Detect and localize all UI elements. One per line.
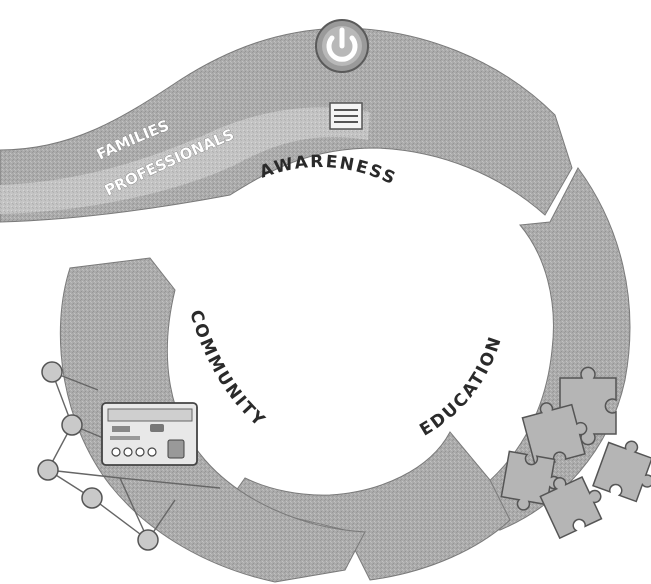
stage-label-awareness: AWARENESS bbox=[257, 152, 400, 190]
stage-label-education: EDUCATION bbox=[416, 333, 506, 440]
control-panel-icon bbox=[102, 403, 197, 465]
power-icon bbox=[316, 20, 368, 72]
document-icon bbox=[330, 103, 362, 129]
awareness-segment bbox=[0, 28, 572, 222]
